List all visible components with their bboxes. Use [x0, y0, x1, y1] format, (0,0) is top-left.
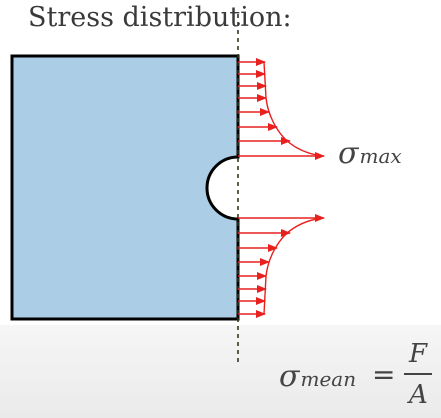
sigma-mean-label: σmean [279, 362, 356, 392]
sigma-max-label: σmax [338, 139, 402, 169]
stress-envelope-upper [263, 61, 323, 157]
fraction-bar [404, 373, 432, 375]
fraction-numerator: F [409, 339, 428, 369]
stress-arrows-lower [238, 214, 325, 318]
fraction-denominator: A [409, 380, 428, 410]
sigma-mean-subscript: mean [300, 367, 357, 391]
sigma-max-subscript: max [359, 144, 402, 168]
plate-with-notch [10, 54, 240, 321]
footer-band [0, 325, 441, 418]
sigma-max-symbol: σ [338, 136, 359, 171]
equals-sign: = [372, 358, 396, 391]
sigma-mean-symbol: σ [279, 359, 300, 394]
stress-arrows-upper [238, 58, 325, 160]
slide-title: Stress distribution: [28, 2, 292, 33]
